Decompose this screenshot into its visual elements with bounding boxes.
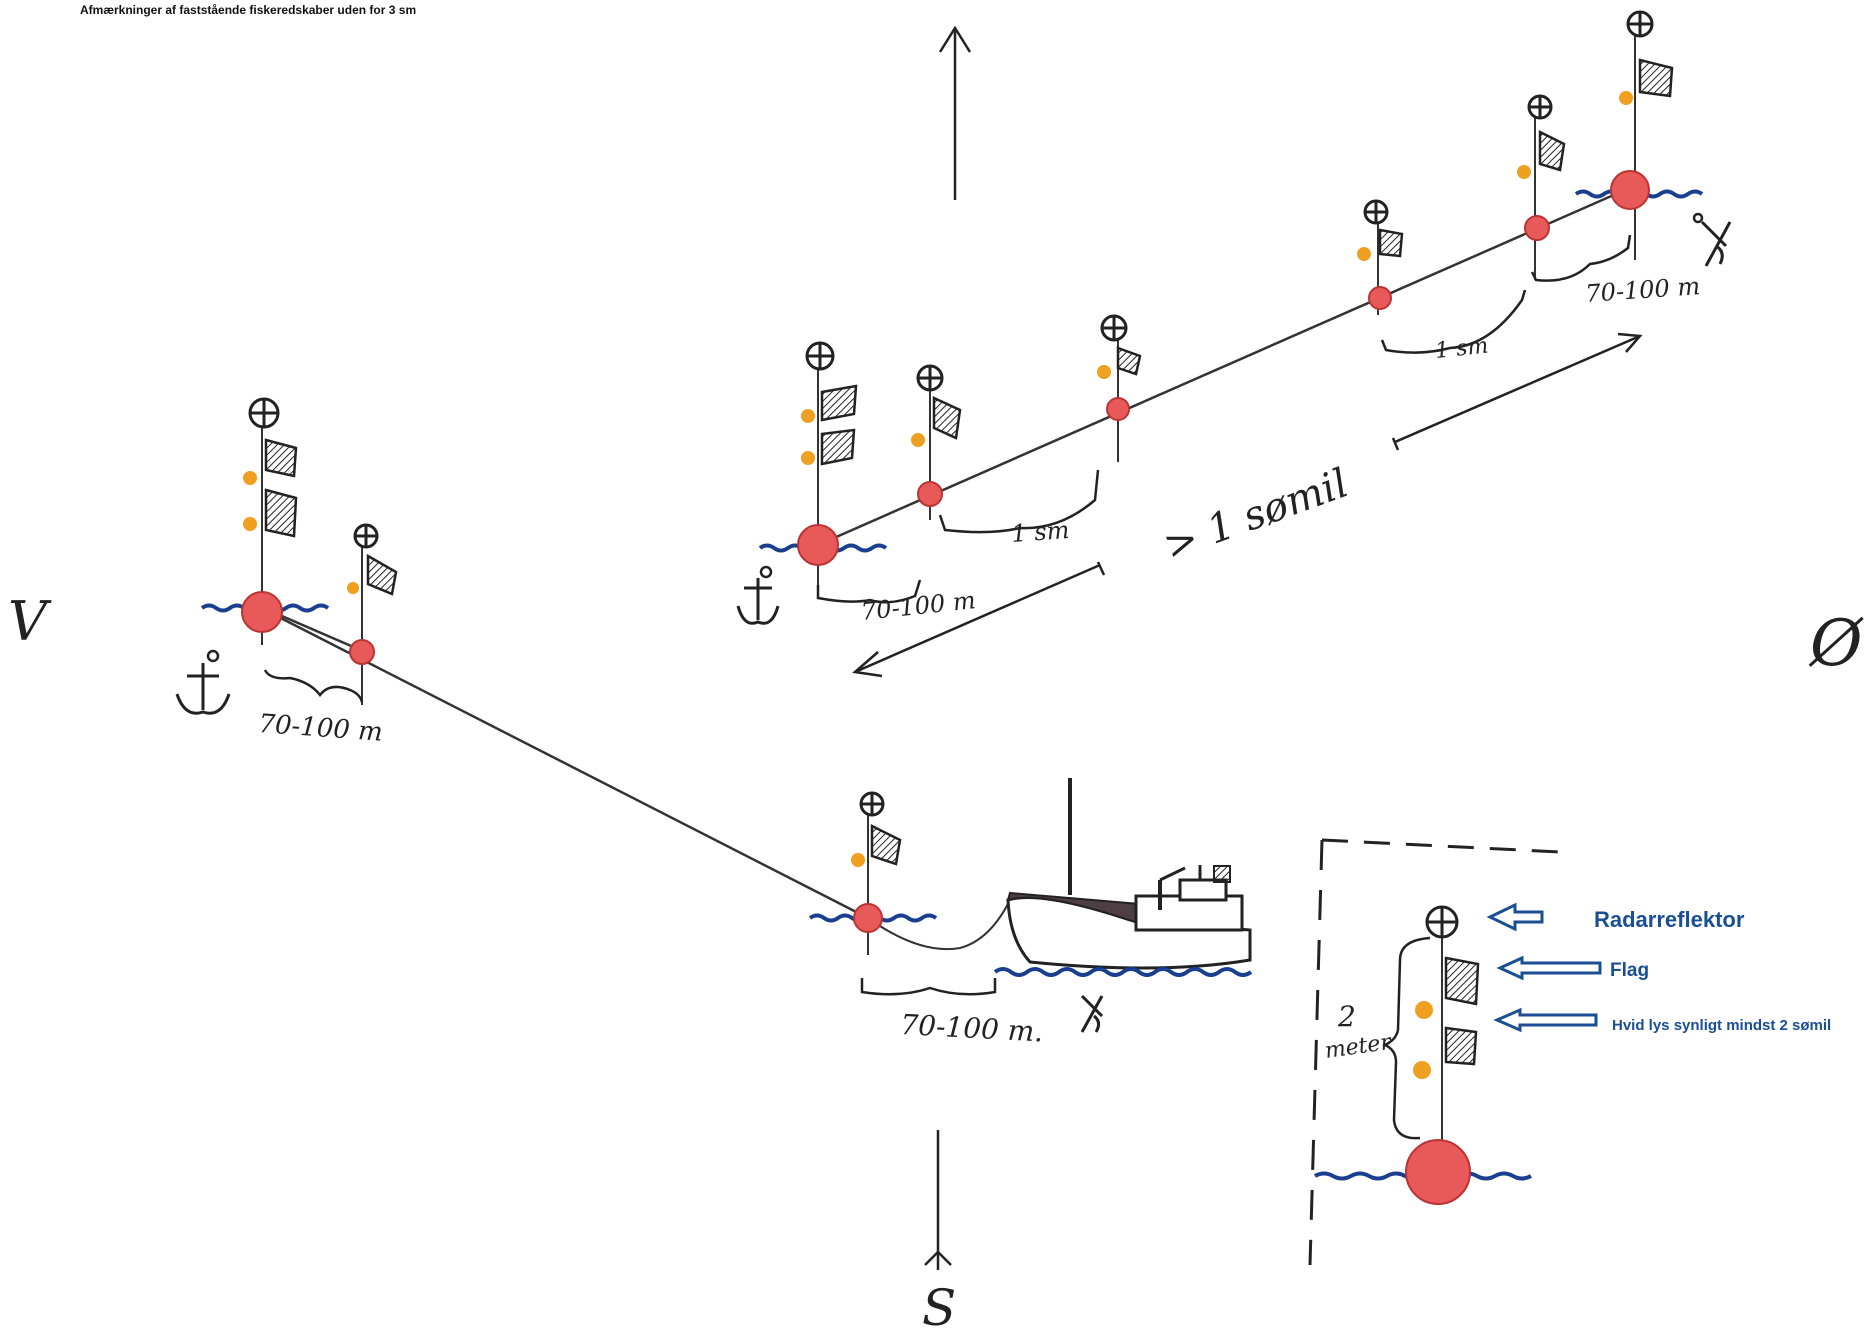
- distance-brace: [816, 579, 922, 604]
- flag-icon: [1638, 58, 1674, 98]
- radar-reflector-icon: [1425, 905, 1459, 939]
- legend-buoy: [1314, 905, 1532, 1205]
- anchor-icon: [175, 649, 231, 715]
- distance-label-west: 70-100 m: [258, 709, 384, 748]
- legend-label-radar: Radarreflektor: [1594, 907, 1745, 932]
- buoy-icon: [241, 591, 283, 633]
- buoy-icon: [1368, 286, 1392, 310]
- light-icon: [1357, 247, 1371, 261]
- height-brace: [1381, 936, 1431, 1140]
- flag-icon: [264, 438, 298, 478]
- length-indicator: [852, 332, 1643, 678]
- flag-icon: [820, 384, 858, 422]
- light-icon: [801, 409, 815, 423]
- radar-reflector-icon: [1626, 10, 1654, 38]
- compass-south-label: S: [922, 1279, 956, 1337]
- upper-marker-buoy-1: [911, 364, 962, 520]
- distance-label-south: 70-100 m.: [900, 1008, 1044, 1048]
- buoy-icon: [797, 524, 839, 566]
- anchor-icon: [736, 565, 780, 625]
- legend-arrow: [1493, 1007, 1598, 1033]
- flag-icon: [820, 428, 856, 466]
- distance-brace: [1530, 234, 1632, 282]
- flag-icon: [932, 396, 962, 440]
- light-icon: [243, 517, 257, 531]
- flag-icon: [1444, 956, 1480, 1006]
- length-label: > 1 sømil: [1158, 460, 1355, 569]
- radar-reflector-icon: [1100, 314, 1128, 342]
- light-icon: [1097, 365, 1111, 379]
- distance-label-upper-east: 70-100 m: [1584, 272, 1701, 308]
- light-icon: [1517, 165, 1531, 179]
- upper-west-end-buoy: [758, 341, 888, 590]
- west-end-buoy: [200, 397, 330, 645]
- buoy-icon: [853, 903, 883, 933]
- light-icon: [1415, 1001, 1433, 1019]
- light-icon: [243, 471, 257, 485]
- distance-brace: [263, 669, 364, 703]
- fishing-gear-icon: [1692, 212, 1732, 267]
- fishing-boat-icon: [1006, 778, 1252, 970]
- gear-line-upper: [817, 188, 1626, 547]
- legend-arrow: [1486, 902, 1544, 932]
- west-marker-buoy: [347, 523, 398, 705]
- buoy-icon: [1106, 397, 1130, 421]
- buoy-icon: [1524, 215, 1550, 241]
- upper-marker-buoy-4: [1517, 94, 1566, 280]
- radar-reflector-icon: [1527, 94, 1553, 120]
- flag-icon: [264, 488, 298, 538]
- distance-brace: [1380, 289, 1527, 354]
- distance-label-upper-1: 1 sm: [1010, 516, 1070, 548]
- flag-icon: [1378, 228, 1404, 258]
- compass-west-label: V: [8, 590, 52, 653]
- upper-marker-buoy-2: [1097, 314, 1142, 462]
- gear-line-west-south: [264, 608, 1011, 951]
- light-icon: [851, 853, 865, 867]
- radar-reflector-icon: [353, 523, 379, 549]
- north-arrow: [938, 25, 972, 200]
- distance-brace: [860, 978, 997, 996]
- legend-label-flag: Flag: [1610, 960, 1649, 981]
- distance-label-upper-west: 70-100 m: [860, 586, 977, 626]
- upper-marker-buoy-3: [1357, 199, 1404, 315]
- fishing-gear-icon: [1080, 994, 1104, 1033]
- compass-east-label: Ø: [1808, 607, 1864, 681]
- buoy-icon: [1405, 1139, 1471, 1205]
- flag-icon: [366, 553, 398, 596]
- radar-reflector-icon: [859, 791, 885, 817]
- legend-box: [1308, 838, 1561, 1266]
- water-surface: [993, 967, 1253, 977]
- legend-height-unit: meter: [1323, 1030, 1394, 1064]
- buoy-icon: [917, 481, 943, 507]
- upper-east-end-buoy: [1574, 10, 1704, 260]
- legend-height-value: 2: [1337, 1000, 1356, 1033]
- distance-brace: [938, 469, 1100, 534]
- buoy-icon: [349, 639, 375, 665]
- radar-reflector-icon: [248, 397, 280, 429]
- light-icon: [801, 451, 815, 465]
- south-end-buoy: [808, 791, 938, 955]
- flag-icon: [1538, 129, 1566, 172]
- light-icon: [347, 582, 359, 594]
- light-icon: [1619, 91, 1633, 105]
- flag-icon: [1116, 346, 1142, 376]
- distance-label-upper-2: 1 sm: [1434, 334, 1489, 364]
- legend-arrow: [1496, 955, 1602, 981]
- flag-icon: [1444, 1026, 1478, 1066]
- radar-reflector-icon: [1363, 199, 1389, 225]
- legend-label-light: Hvid lys synligt mindst 2 sømil: [1612, 1017, 1831, 1034]
- page-title: Afmærkninger af faststående fiskeredskab…: [80, 3, 416, 17]
- flag-icon: [870, 823, 902, 866]
- light-icon: [911, 433, 925, 447]
- radar-reflector-icon: [916, 364, 944, 392]
- radar-reflector-icon: [805, 341, 835, 371]
- buoy-icon: [1610, 170, 1650, 210]
- light-icon: [1413, 1061, 1431, 1079]
- south-arrow: [924, 1130, 952, 1270]
